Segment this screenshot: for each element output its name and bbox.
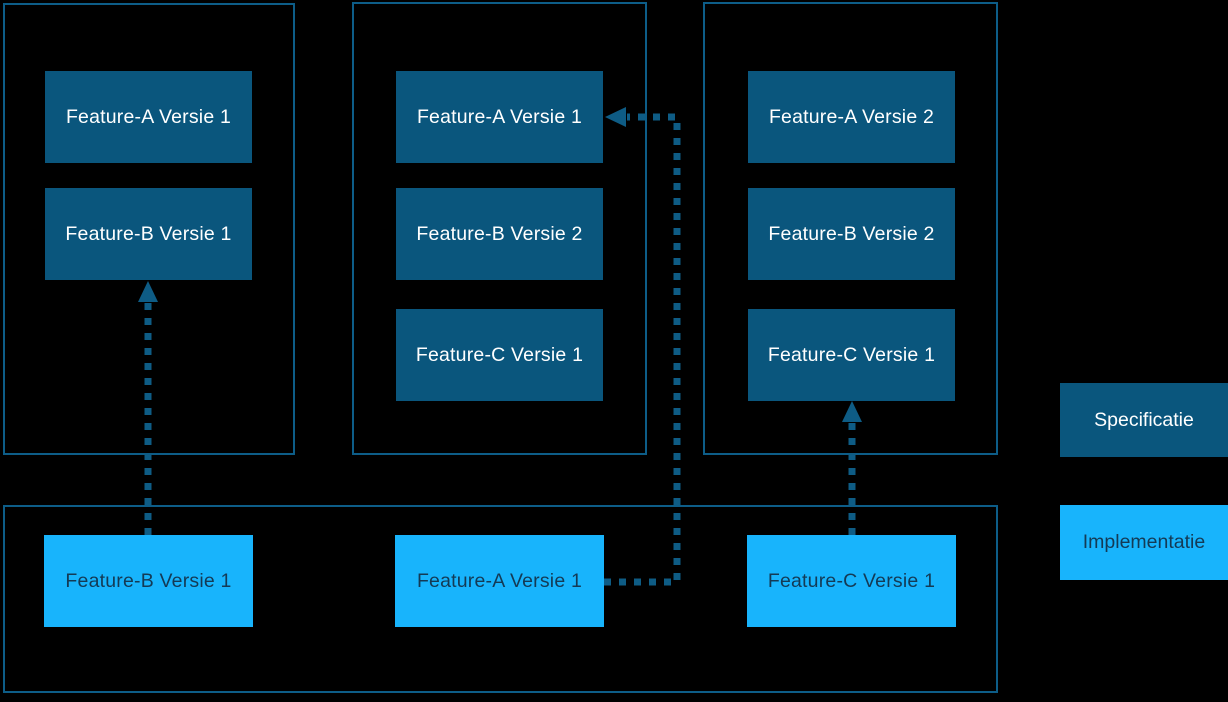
spec3-box-feature-c-versie-1: Feature-C Versie 1 [748, 309, 955, 401]
spec1-box-feature-b-versie-1: Feature-B Versie 1 [45, 188, 252, 280]
spec2-box-feature-c-versie-1: Feature-C Versie 1 [396, 309, 603, 401]
spec3-box-feature-b-versie-2: Feature-B Versie 2 [748, 188, 955, 280]
spec1-box-feature-a-versie-1: Feature-A Versie 1 [45, 71, 252, 163]
legend-implementation: Implementatie [1060, 505, 1228, 580]
legend-specification: Specificatie [1060, 383, 1228, 457]
impl-box-feature-b-versie-1: Feature-B Versie 1 [44, 535, 253, 627]
spec2-box-feature-a-versie-1: Feature-A Versie 1 [396, 71, 603, 163]
impl-box-feature-a-versie-1: Feature-A Versie 1 [395, 535, 604, 627]
impl-box-feature-c-versie-1: Feature-C Versie 1 [747, 535, 956, 627]
specification-panel-2: Feature-A Versie 1 Feature-B Versie 2 Fe… [352, 2, 647, 455]
implementation-panel: Feature-B Versie 1 Feature-A Versie 1 Fe… [3, 505, 998, 693]
spec3-box-feature-a-versie-2: Feature-A Versie 2 [748, 71, 955, 163]
specification-panel-3: Feature-A Versie 2 Feature-B Versie 2 Fe… [703, 2, 998, 455]
spec2-box-feature-b-versie-2: Feature-B Versie 2 [396, 188, 603, 280]
specification-panel-1: Feature-A Versie 1 Feature-B Versie 1 [3, 3, 295, 455]
